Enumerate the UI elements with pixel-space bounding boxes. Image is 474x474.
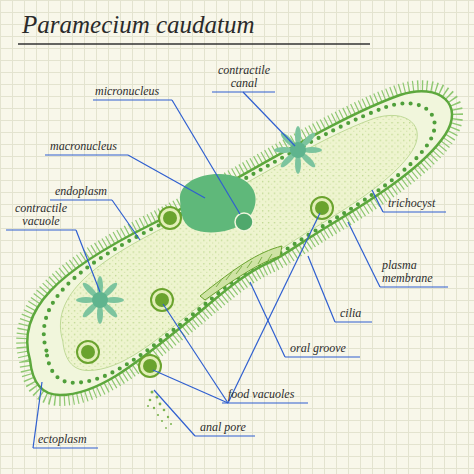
trichocyst-dots: [44, 103, 435, 382]
oral-groove-lines: [216, 254, 272, 287]
food-vacuole-shape: [77, 341, 99, 363]
cilia-fringe: [27, 91, 452, 395]
diagram-title: Paramecium caudatum: [22, 10, 255, 40]
part-label: cilia: [340, 307, 361, 320]
leader-lines: [6, 92, 448, 448]
part-label: oral groove: [290, 342, 346, 355]
macronucleus-shape: [180, 174, 256, 232]
part-label: endoplasm: [55, 185, 107, 198]
contractile-vacuole-shape: [274, 126, 322, 174]
title-underline: [18, 43, 370, 45]
endoplasm-region: [60, 115, 417, 370]
food-vacuole-shape: [151, 289, 173, 311]
oral-groove-shape: [200, 246, 282, 300]
plasma-membrane-outline: [27, 91, 452, 395]
part-label: contractile canal: [213, 64, 275, 90]
contractile-vacuole-shape: [76, 276, 124, 324]
part-label: macronucleus: [50, 140, 117, 153]
part-label: micronucleus: [95, 85, 159, 98]
food-vacuole-shape: [159, 207, 181, 229]
part-label: contractile vacuole: [8, 202, 74, 228]
part-label: trichocyst: [388, 197, 435, 210]
part-label: food vacuoles: [228, 388, 294, 401]
part-label: plasma membrane: [382, 259, 448, 285]
food-vacuole-shape: [311, 197, 333, 219]
part-label: anal pore: [200, 421, 246, 434]
part-label: ectoplasm: [38, 433, 87, 446]
food-vacuole-shape: [139, 355, 161, 377]
micronucleus-shape: [235, 213, 253, 231]
